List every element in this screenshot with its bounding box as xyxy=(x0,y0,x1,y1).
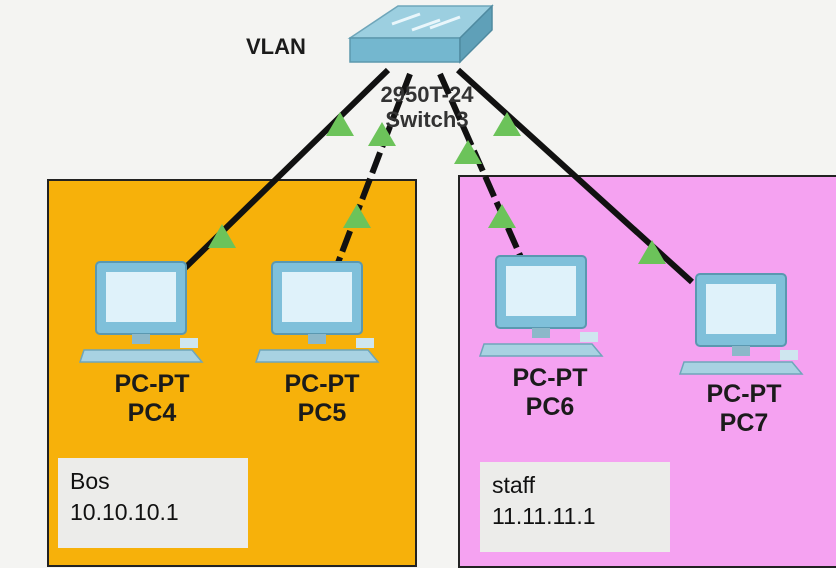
status-triangle xyxy=(488,204,516,228)
pc-label-pc4: PC-PT PC4 xyxy=(82,370,222,428)
zone-name: Bos xyxy=(70,468,110,494)
pc-icon[interactable] xyxy=(78,261,204,363)
pc-model: PC-PT xyxy=(512,364,588,392)
diagram-title: VLAN xyxy=(246,34,306,59)
zone-ip: 10.10.10.1 xyxy=(70,499,179,526)
status-triangle xyxy=(454,140,482,164)
pc-label-pc5: PC-PT PC5 xyxy=(252,370,392,428)
pc-icon[interactable] xyxy=(678,273,804,375)
pc-model: PC-PT xyxy=(114,370,190,398)
status-triangle xyxy=(343,204,371,228)
link-status-indicators xyxy=(208,112,666,264)
pc-name: PC4 xyxy=(127,398,177,427)
zone-name: staff xyxy=(492,472,536,498)
zone-info-bos: Bos 10.10.10.1 xyxy=(58,458,248,548)
pc-name: PC7 xyxy=(719,408,769,437)
switch-model: 2950T-24 xyxy=(380,82,474,107)
switch-label: 2950T-24 Switch3 xyxy=(352,82,502,133)
pc-name: PC6 xyxy=(525,392,575,421)
switch-icon[interactable] xyxy=(347,4,494,64)
switch-name: Switch3 xyxy=(385,107,469,133)
zone-ip: 11.11.11.1 xyxy=(492,503,596,530)
zone-info-staff: staff 11.11.11.1 xyxy=(480,462,670,552)
link-pc5 xyxy=(333,72,413,270)
pc-model: PC-PT xyxy=(706,380,782,408)
status-triangle xyxy=(326,112,354,136)
status-triangle xyxy=(493,112,521,136)
status-triangle xyxy=(368,122,396,146)
pc-icon[interactable] xyxy=(254,261,380,363)
status-triangle xyxy=(208,224,236,248)
pc-name: PC5 xyxy=(297,398,347,427)
link-pc6 xyxy=(437,72,526,264)
pc-icon[interactable] xyxy=(478,255,604,357)
pc-label-pc6: PC-PT PC6 xyxy=(480,364,620,422)
pc-label-pc7: PC-PT PC7 xyxy=(674,380,814,438)
pc-model: PC-PT xyxy=(284,370,360,398)
status-triangle xyxy=(638,240,666,264)
